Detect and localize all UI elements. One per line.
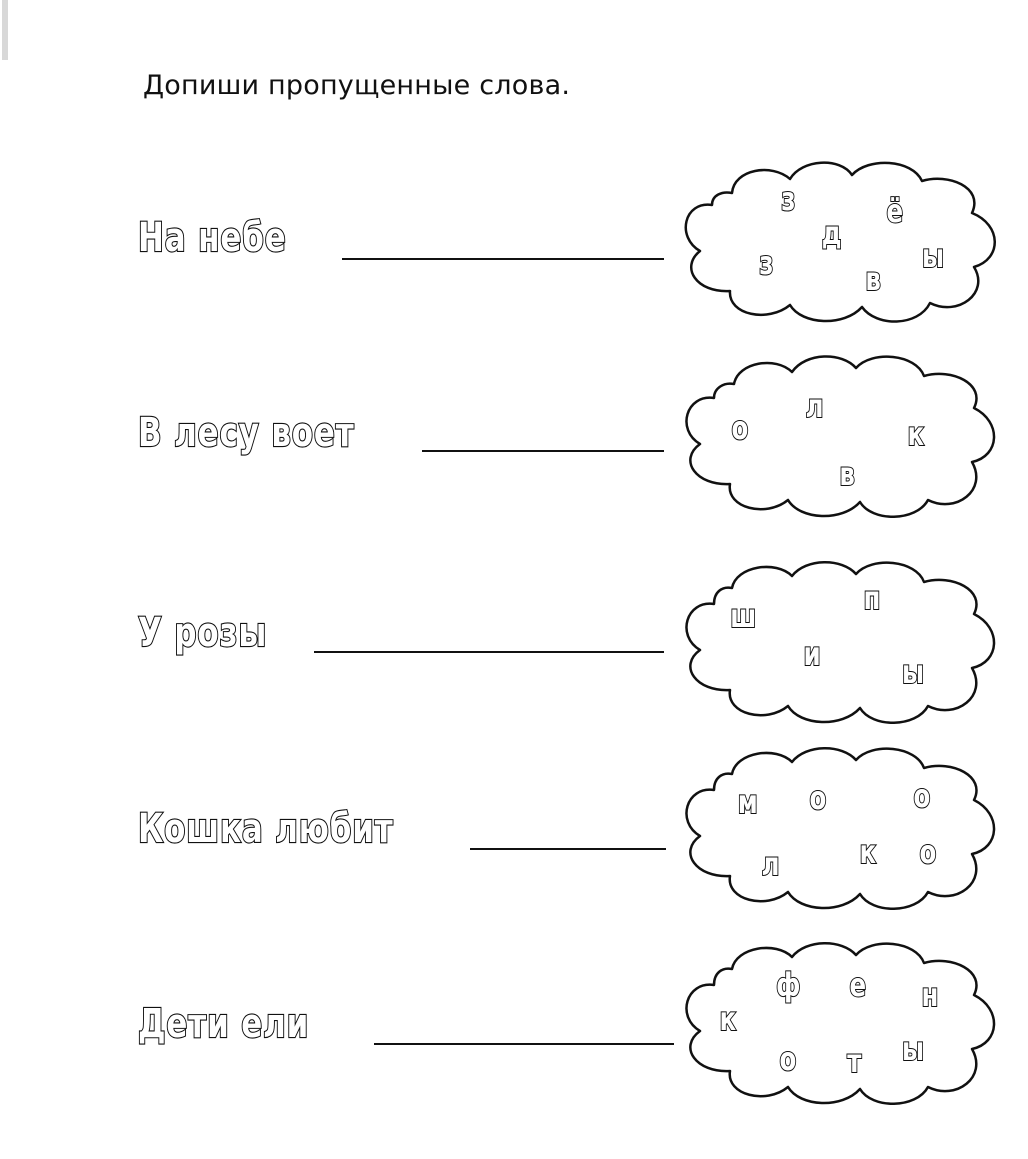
cloud-letter: о [919,833,937,871]
cloud-letter: ф [775,966,801,1004]
cloud-letter: м [737,783,759,821]
cloud-letter: ы [901,1030,925,1068]
exercise-row-5: Дети ели к ф е н о т ы [0,935,1028,1105]
cloud-outline-icon [685,355,996,518]
cloud-outline-icon [685,561,996,724]
answer-line[interactable] [314,651,664,653]
cloud-letter: к [719,1000,737,1038]
cloud-outline-icon [684,161,996,323]
cloud-letter: п [863,579,882,617]
cloud-letter: к [859,833,877,871]
instruction-heading: Допиши пропущенные слова. [143,70,571,101]
answer-line[interactable] [342,258,664,260]
exercise-phrase: Дети ели [137,1000,310,1048]
answer-line[interactable] [374,1043,674,1045]
exercise-phrase: У розы [137,609,268,657]
cloud-letter: ы [921,237,945,275]
cloud-letter: т [846,1042,862,1080]
cloud-outline-icon [685,747,996,910]
letter-cloud: о л к в [672,350,1002,520]
cloud-letter: е [849,966,867,1004]
exercise-row-1: На небе з д ё з в ы [0,155,1028,325]
letter-cloud: м о о л к о [672,742,1002,912]
letter-cloud: з д ё з в ы [672,155,1002,325]
cloud-letter: д [821,214,842,252]
exercise-phrase: В лесу воет [137,409,355,457]
exercise-row-2: В лесу воет о л к в [0,350,1028,520]
exercise-row-3: У розы ш п и ы [0,558,1028,728]
cloud-letter: ё [886,192,904,230]
answer-line[interactable] [470,848,666,850]
cloud-outline-icon [685,942,996,1105]
letter-cloud: к ф е н о т ы [672,935,1002,1105]
cloud-letter: з [758,244,774,282]
exercise-phrase: Кошка любит [137,805,394,853]
cloud-letter: ш [729,597,757,635]
answer-line[interactable] [422,450,664,452]
exercise-phrase: На небе [137,214,287,262]
exercise-row-4: Кошка любит м о о л к о [0,742,1028,912]
page-edge-shadow [2,0,8,60]
cloud-letter: з [780,180,796,218]
cloud-letter: к [907,415,925,453]
cloud-letter: в [865,260,882,298]
cloud-letter: л [805,387,825,425]
cloud-letter: о [809,779,827,817]
cloud-letter: в [839,455,856,493]
cloud-letter: н [921,976,940,1014]
cloud-letter: о [779,1040,797,1078]
cloud-letter: л [761,845,781,883]
cloud-letter: ы [901,653,925,691]
cloud-letter: о [913,777,931,815]
letter-cloud: ш п и ы [672,558,1002,728]
cloud-letter: и [803,635,822,673]
cloud-letter: о [731,409,749,447]
